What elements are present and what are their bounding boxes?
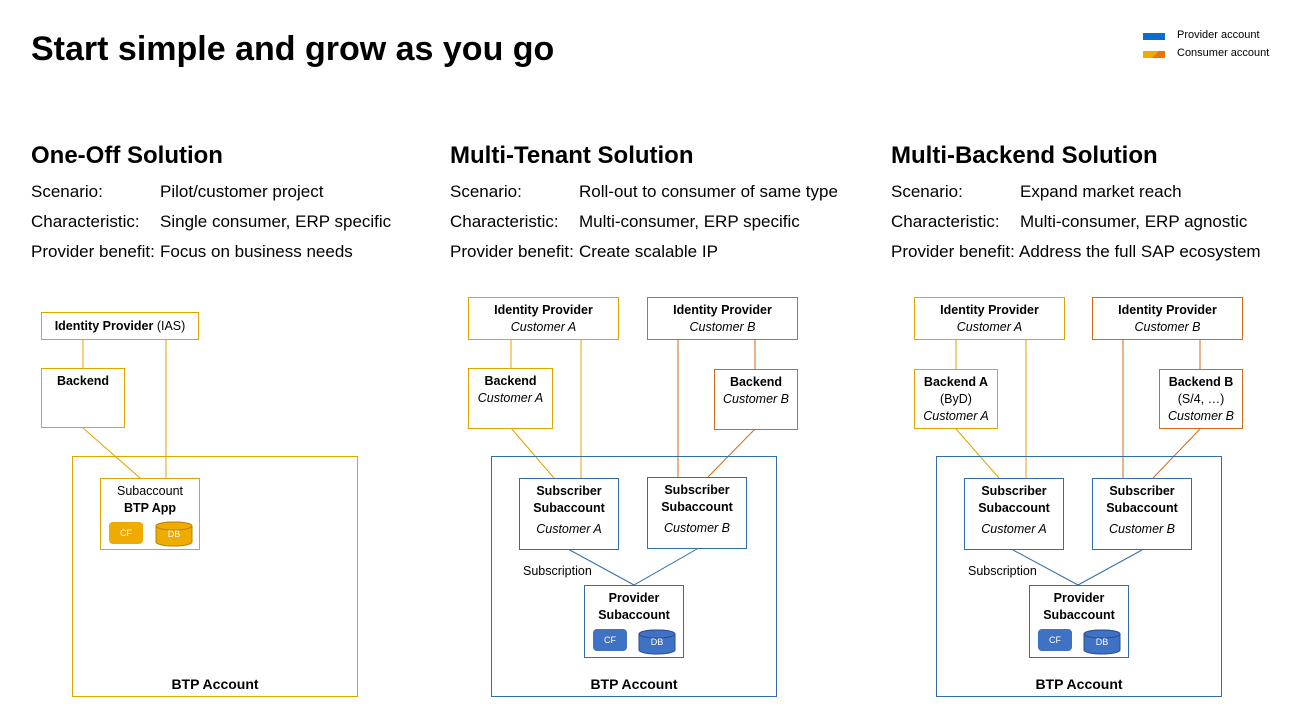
benefit-label: Provider benefit: xyxy=(891,242,1015,261)
identity-provider-b-customer: Customer B xyxy=(1134,320,1201,334)
subscriber-b-label: Subscriber xyxy=(664,483,730,497)
provider-label: Provider xyxy=(608,591,660,605)
page-title: Start simple and grow as you go xyxy=(31,30,555,68)
legend-provider-label: Provider account xyxy=(1177,29,1260,41)
characteristic-value: Multi-consumer, ERP agnostic xyxy=(1020,212,1248,231)
subscriber-a-customer: Customer A xyxy=(981,522,1047,536)
db-icon xyxy=(638,629,676,655)
backend-b-detail: (S/4, …) xyxy=(1177,392,1225,406)
backend-a-customer: Customer A xyxy=(923,409,989,423)
subscriber-subaccount-a-box: Subscriber Subaccount Customer A xyxy=(964,478,1064,550)
db-icon xyxy=(1083,629,1121,655)
db-label: DB xyxy=(167,529,181,539)
backend-b-customer: Customer B xyxy=(1168,409,1234,423)
subscriber-subaccount-b-box: Subscriber Subaccount Customer B xyxy=(1092,478,1192,550)
subscriber-b-customer: Customer B xyxy=(664,521,730,535)
backend-box: Backend xyxy=(41,368,125,428)
identity-provider-suffix: (IAS) xyxy=(153,319,186,333)
identity-provider-a-label: Identity Provider xyxy=(940,303,1039,317)
backend-a-box: Backend Customer A xyxy=(468,368,553,429)
characteristic-label: Characteristic: xyxy=(31,212,140,231)
identity-provider-a-box: Identity Provider Customer A xyxy=(914,297,1065,340)
subscription-label: Subscription xyxy=(523,564,592,578)
characteristic-label: Characteristic: xyxy=(450,212,559,231)
benefit-label: Provider benefit: xyxy=(450,242,574,261)
benefit-label: Provider benefit: xyxy=(31,242,155,261)
benefit-value: Focus on business needs xyxy=(160,242,353,261)
benefit-value: Create scalable IP xyxy=(579,242,718,261)
identity-provider-a-box: Identity Provider Customer A xyxy=(468,297,619,340)
scenario-label: Scenario: xyxy=(450,182,522,201)
scenario-value: Expand market reach xyxy=(1020,182,1182,201)
btp-app-label: BTP App xyxy=(123,501,177,515)
btp-account-box: BTP Account xyxy=(72,456,358,697)
backend-b-box: Backend Customer B xyxy=(714,369,798,430)
backend-a-box: Backend A (ByD) Customer A xyxy=(914,369,998,429)
solution-title-multi-backend: Multi-Backend Solution xyxy=(891,142,1158,169)
subscriber-a-label: Subscriber xyxy=(981,484,1047,498)
btp-account-label: BTP Account xyxy=(1035,676,1123,692)
provider-subaccount-label: Subaccount xyxy=(598,608,670,622)
identity-provider-b-label: Identity Provider xyxy=(673,303,772,317)
identity-provider-b-box: Identity Provider Customer B xyxy=(1092,297,1243,340)
subscriber-a-subaccount-label: Subaccount xyxy=(978,501,1050,515)
backend-label: Backend xyxy=(56,374,110,388)
characteristic-label: Characteristic: xyxy=(891,212,1000,231)
backend-a-detail: (ByD) xyxy=(940,392,972,406)
subscriber-b-customer: Customer B xyxy=(1109,522,1175,536)
backend-b-customer: Customer B xyxy=(723,392,789,406)
characteristic-value: Multi-consumer, ERP specific xyxy=(579,212,800,231)
scenario-value: Roll-out to consumer of same type xyxy=(579,182,838,201)
benefit-value: Address the full SAP ecosystem xyxy=(1019,242,1261,261)
scenario-label: Scenario: xyxy=(891,182,963,201)
characteristic-value: Single consumer, ERP specific xyxy=(160,212,392,231)
backend-a-customer: Customer A xyxy=(477,391,544,405)
subscriber-a-subaccount-label: Subaccount xyxy=(533,501,605,515)
provider-label: Provider xyxy=(1053,591,1105,605)
subscriber-a-customer: Customer A xyxy=(536,522,602,536)
btp-account-box: BTP Account xyxy=(936,456,1222,697)
db-label: DB xyxy=(1095,637,1109,647)
solution-title-multi-tenant: Multi-Tenant Solution xyxy=(450,142,694,169)
solution-title-one-off: One-Off Solution xyxy=(31,142,223,169)
subscriber-subaccount-b-box: Subscriber Subaccount Customer B xyxy=(647,477,747,549)
identity-provider-a-label: Identity Provider xyxy=(494,303,593,317)
identity-provider-b-label: Identity Provider xyxy=(1118,303,1217,317)
provider-subaccount-label: Subaccount xyxy=(1043,608,1115,622)
subscriber-a-label: Subscriber xyxy=(536,484,602,498)
identity-provider-b-customer: Customer B xyxy=(689,320,756,334)
identity-provider-box: Identity Provider (IAS) xyxy=(41,312,199,340)
scenario-label: Scenario: xyxy=(31,182,103,201)
backend-b-box: Backend B (S/4, …) Customer B xyxy=(1159,369,1243,429)
consumer-swatch xyxy=(1143,51,1165,58)
btp-account-label: BTP Account xyxy=(171,676,259,692)
subscriber-b-label: Subscriber xyxy=(1109,484,1175,498)
subscription-label: Subscription xyxy=(968,564,1037,578)
backend-b-label: Backend xyxy=(729,375,783,389)
backend-a-label: Backend A xyxy=(923,375,989,389)
backend-b-label: Backend B xyxy=(1168,375,1234,389)
subscriber-subaccount-a-box: Subscriber Subaccount Customer A xyxy=(519,478,619,550)
identity-provider-b-box: Identity Provider Customer B xyxy=(647,297,798,340)
db-label: DB xyxy=(650,637,664,647)
subscriber-b-subaccount-label: Subaccount xyxy=(1106,501,1178,515)
subscriber-b-subaccount-label: Subaccount xyxy=(661,500,733,514)
provider-swatch xyxy=(1143,33,1165,40)
btp-account-label: BTP Account xyxy=(590,676,678,692)
legend-consumer-label: Consumer account xyxy=(1177,47,1270,59)
identity-provider-a-customer: Customer A xyxy=(956,320,1023,334)
backend-a-label: Backend xyxy=(484,374,537,388)
btp-account-box: BTP Account xyxy=(491,456,777,697)
scenario-value: Pilot/customer project xyxy=(160,182,324,201)
subaccount-label: Subaccount xyxy=(116,484,184,498)
identity-provider-a-customer: Customer A xyxy=(510,320,577,334)
identity-provider-label: Identity Provider xyxy=(54,319,154,333)
db-icon xyxy=(155,521,193,547)
cf-icon: CF xyxy=(109,522,143,544)
cf-icon: CF xyxy=(593,629,627,651)
cf-icon: CF xyxy=(1038,629,1072,651)
